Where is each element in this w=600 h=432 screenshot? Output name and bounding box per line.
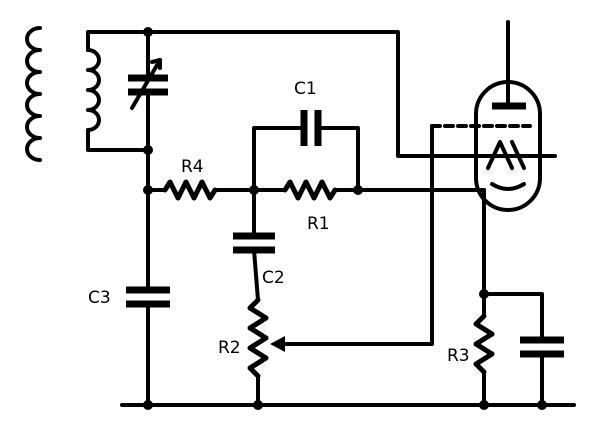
junction-dots (143, 27, 547, 410)
c2-label: C2 (262, 268, 285, 288)
bypass-capacitor (520, 336, 564, 407)
capacitor-c3: C3 (88, 274, 170, 322)
resistor-r3: R3 (447, 208, 544, 407)
r1-label: R1 (307, 214, 330, 234)
capacitor-c1: C1 (252, 79, 360, 192)
c1-label: C1 (294, 79, 317, 99)
resistor-r4: R4 (146, 157, 256, 201)
vacuum-tube (430, 20, 542, 212)
capacitor-c2: C2 (233, 188, 285, 302)
r3-label: R3 (447, 346, 470, 366)
primary-coil (25, 26, 42, 162)
secondary-coil (86, 30, 150, 152)
resistor-r1: R1 (252, 179, 360, 234)
r4-label: R4 (181, 157, 204, 177)
grid-lead (146, 30, 557, 158)
c3-label: C3 (88, 288, 111, 308)
wiper-wire (270, 124, 434, 352)
r2-label: R2 (218, 338, 241, 358)
tuning-capacitor (128, 30, 168, 152)
potentiometer-r2: R2 (218, 297, 269, 407)
